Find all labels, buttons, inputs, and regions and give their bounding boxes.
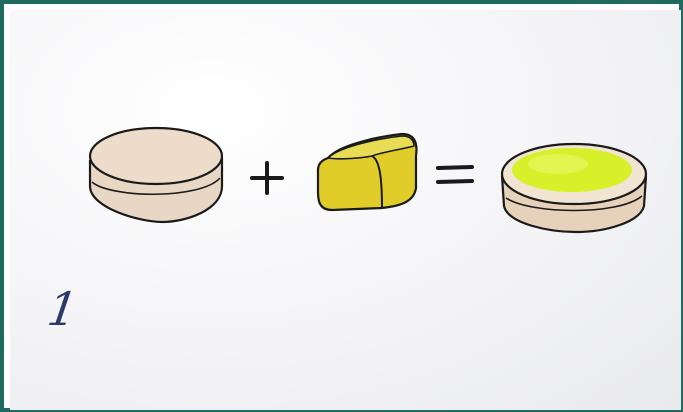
butter-cube <box>316 132 418 212</box>
filled-pastry-cup <box>500 142 648 234</box>
sketch-drawing <box>88 126 648 234</box>
plus-sign <box>250 161 284 195</box>
empty-pastry-cup <box>88 126 224 224</box>
equals-sign <box>436 165 474 184</box>
paper-background: 1 <box>10 10 681 410</box>
